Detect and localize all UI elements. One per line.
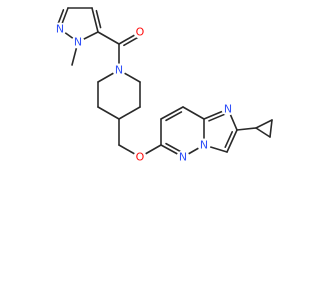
- atom-label-background: [176, 150, 190, 164]
- double-bond: [226, 129, 238, 153]
- atom-label-o-ether: O: [136, 151, 145, 164]
- atom-label-n-bridge: N: [200, 139, 208, 152]
- atom-label-background: [221, 102, 235, 116]
- atom-label-n-pyridazine: N: [179, 151, 187, 164]
- double-bond-inner-line: [224, 131, 234, 149]
- single-bond: [269, 119, 273, 138]
- double-bond-inner-line: [95, 9, 102, 29]
- atom-label-background: [133, 150, 147, 164]
- atom-label-background: [53, 22, 67, 36]
- atom-label-o-carbonyl: O: [136, 26, 145, 39]
- single-bond: [118, 106, 141, 120]
- atom-label-n-piperidine: N: [115, 64, 123, 77]
- double-bond-inner-line: [123, 36, 140, 47]
- double-bond-inner-line: [165, 142, 183, 153]
- atom-label-n-imidazole: N: [224, 103, 232, 116]
- atom-label-n-pyrazole-1: N: [74, 36, 82, 49]
- atom-label-background: [112, 63, 126, 77]
- single-bond: [236, 127, 257, 131]
- double-bond-inner-line: [165, 111, 183, 122]
- atom-label-background: [133, 25, 147, 39]
- atom-label-background: [197, 138, 211, 152]
- atom-label-n-pyrazole-2: N: [56, 23, 64, 36]
- double-bond: [91, 7, 99, 33]
- single-bond: [97, 31, 120, 45]
- bond-layer: [57, 7, 273, 158]
- atom-label-background: [71, 35, 85, 49]
- single-bond: [255, 119, 273, 129]
- single-bond: [182, 106, 205, 120]
- single-bond: [255, 127, 271, 138]
- double-bond-inner-line: [57, 9, 65, 26]
- single-bond: [97, 106, 120, 120]
- double-bond-inner-line: [208, 113, 227, 122]
- double-bond: [160, 106, 184, 120]
